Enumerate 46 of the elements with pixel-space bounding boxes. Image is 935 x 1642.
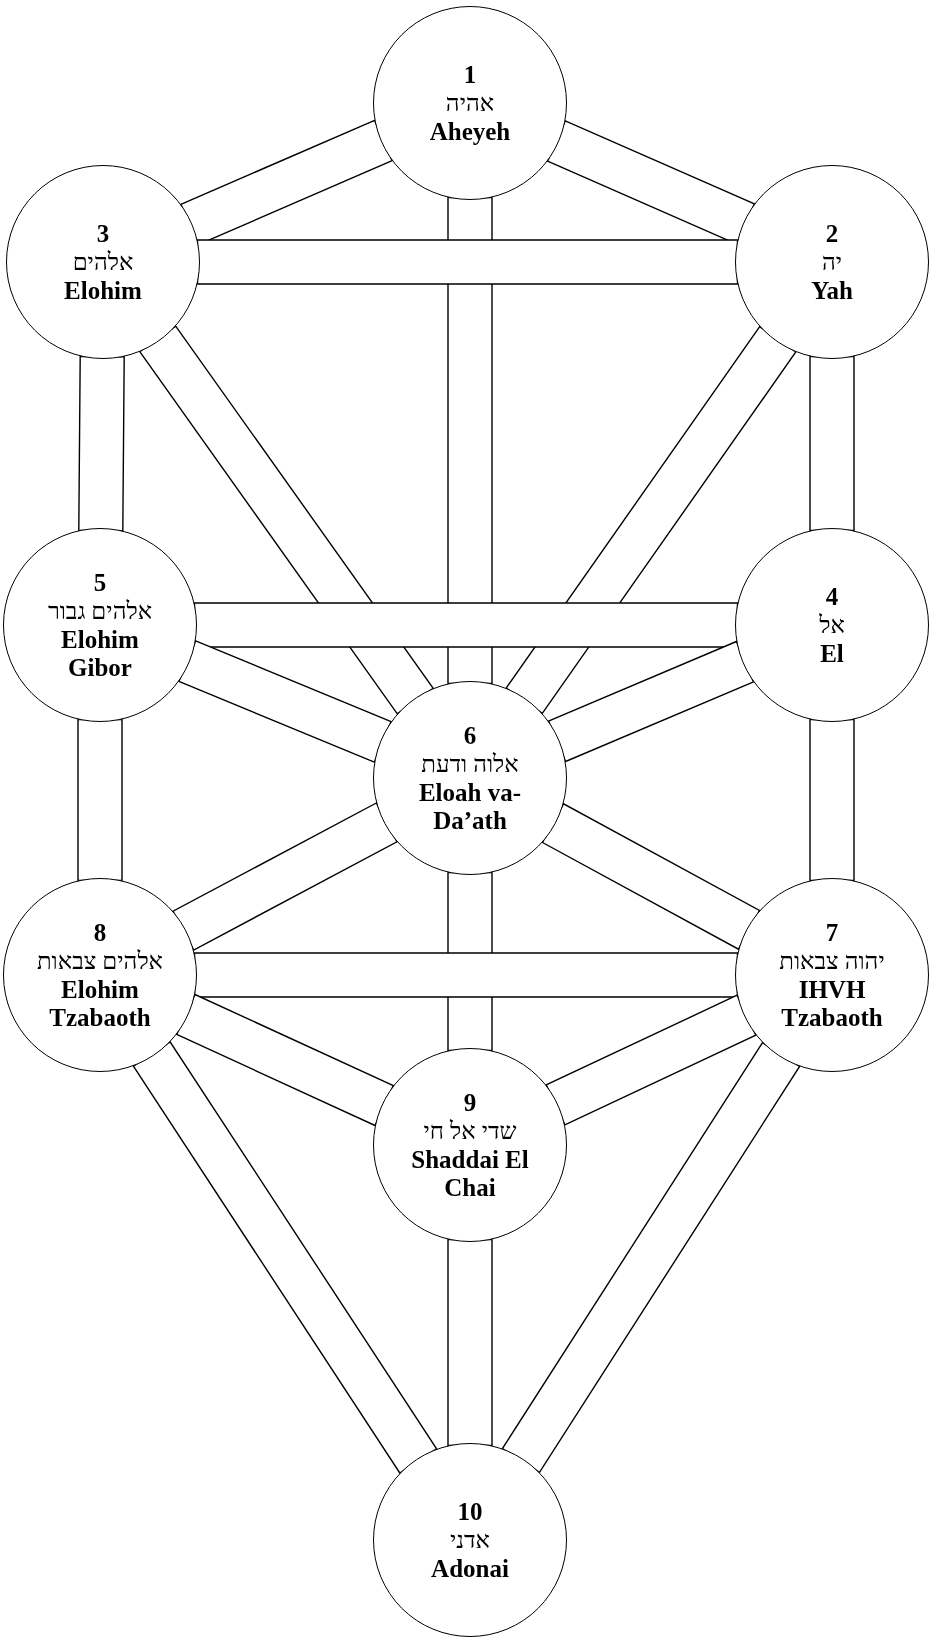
path-channel <box>809 718 855 882</box>
english-name: Elohim <box>64 276 142 305</box>
number-label: 8 <box>93 918 107 947</box>
path-channel <box>193 602 739 648</box>
english-name: Yah <box>811 276 853 305</box>
english-name: Eloah va-Da’ath <box>417 778 523 835</box>
path-channel <box>132 1041 438 1474</box>
number-label: 1 <box>463 60 477 89</box>
hebrew-name: יהוה צבאות <box>779 946 885 976</box>
number-label: 7 <box>825 918 839 947</box>
path-channel <box>447 1238 493 1447</box>
hebrew-name: אלוה ודעת <box>421 749 519 779</box>
number-label: 5 <box>93 568 107 597</box>
english-name: Adonai <box>431 1554 509 1583</box>
path-channel <box>193 952 739 998</box>
english-name: Aheyeh <box>429 117 511 146</box>
english-name: IHVH Tzabaoth <box>780 975 884 1032</box>
hebrew-name: אלהים <box>72 247 134 277</box>
path-channel <box>545 994 757 1126</box>
number-label: 6 <box>463 721 477 750</box>
number-label: 3 <box>96 219 110 248</box>
path-channel <box>501 1041 801 1474</box>
number-label: 2 <box>825 219 839 248</box>
number-label: 4 <box>825 582 839 611</box>
hebrew-name: אלהים צבאות <box>37 946 163 976</box>
number-label: 9 <box>463 1088 477 1117</box>
path-channel <box>175 993 395 1127</box>
path-channel <box>547 640 755 763</box>
hebrew-name: יה <box>821 247 843 277</box>
number-label: 10 <box>457 1497 483 1526</box>
path-channel <box>809 355 855 532</box>
path-channel <box>541 802 761 951</box>
path-channel <box>78 355 125 532</box>
english-name: Elohim Gibor <box>60 625 140 682</box>
path-channel <box>172 802 398 951</box>
hebrew-name: שדי אל חי <box>423 1116 517 1146</box>
path-channel <box>178 639 392 764</box>
english-name: Shaddai El Chai <box>410 1145 530 1202</box>
path-channel <box>196 239 739 285</box>
path-channel <box>77 718 123 882</box>
hebrew-name: אל <box>819 610 845 640</box>
hebrew-name: אדני <box>449 1525 490 1555</box>
hebrew-name: אהיה <box>445 88 495 118</box>
hebrew-name: אלהים גבור <box>47 596 153 626</box>
english-name: Elohim Tzabaoth <box>48 975 152 1032</box>
english-name: El <box>820 639 844 668</box>
